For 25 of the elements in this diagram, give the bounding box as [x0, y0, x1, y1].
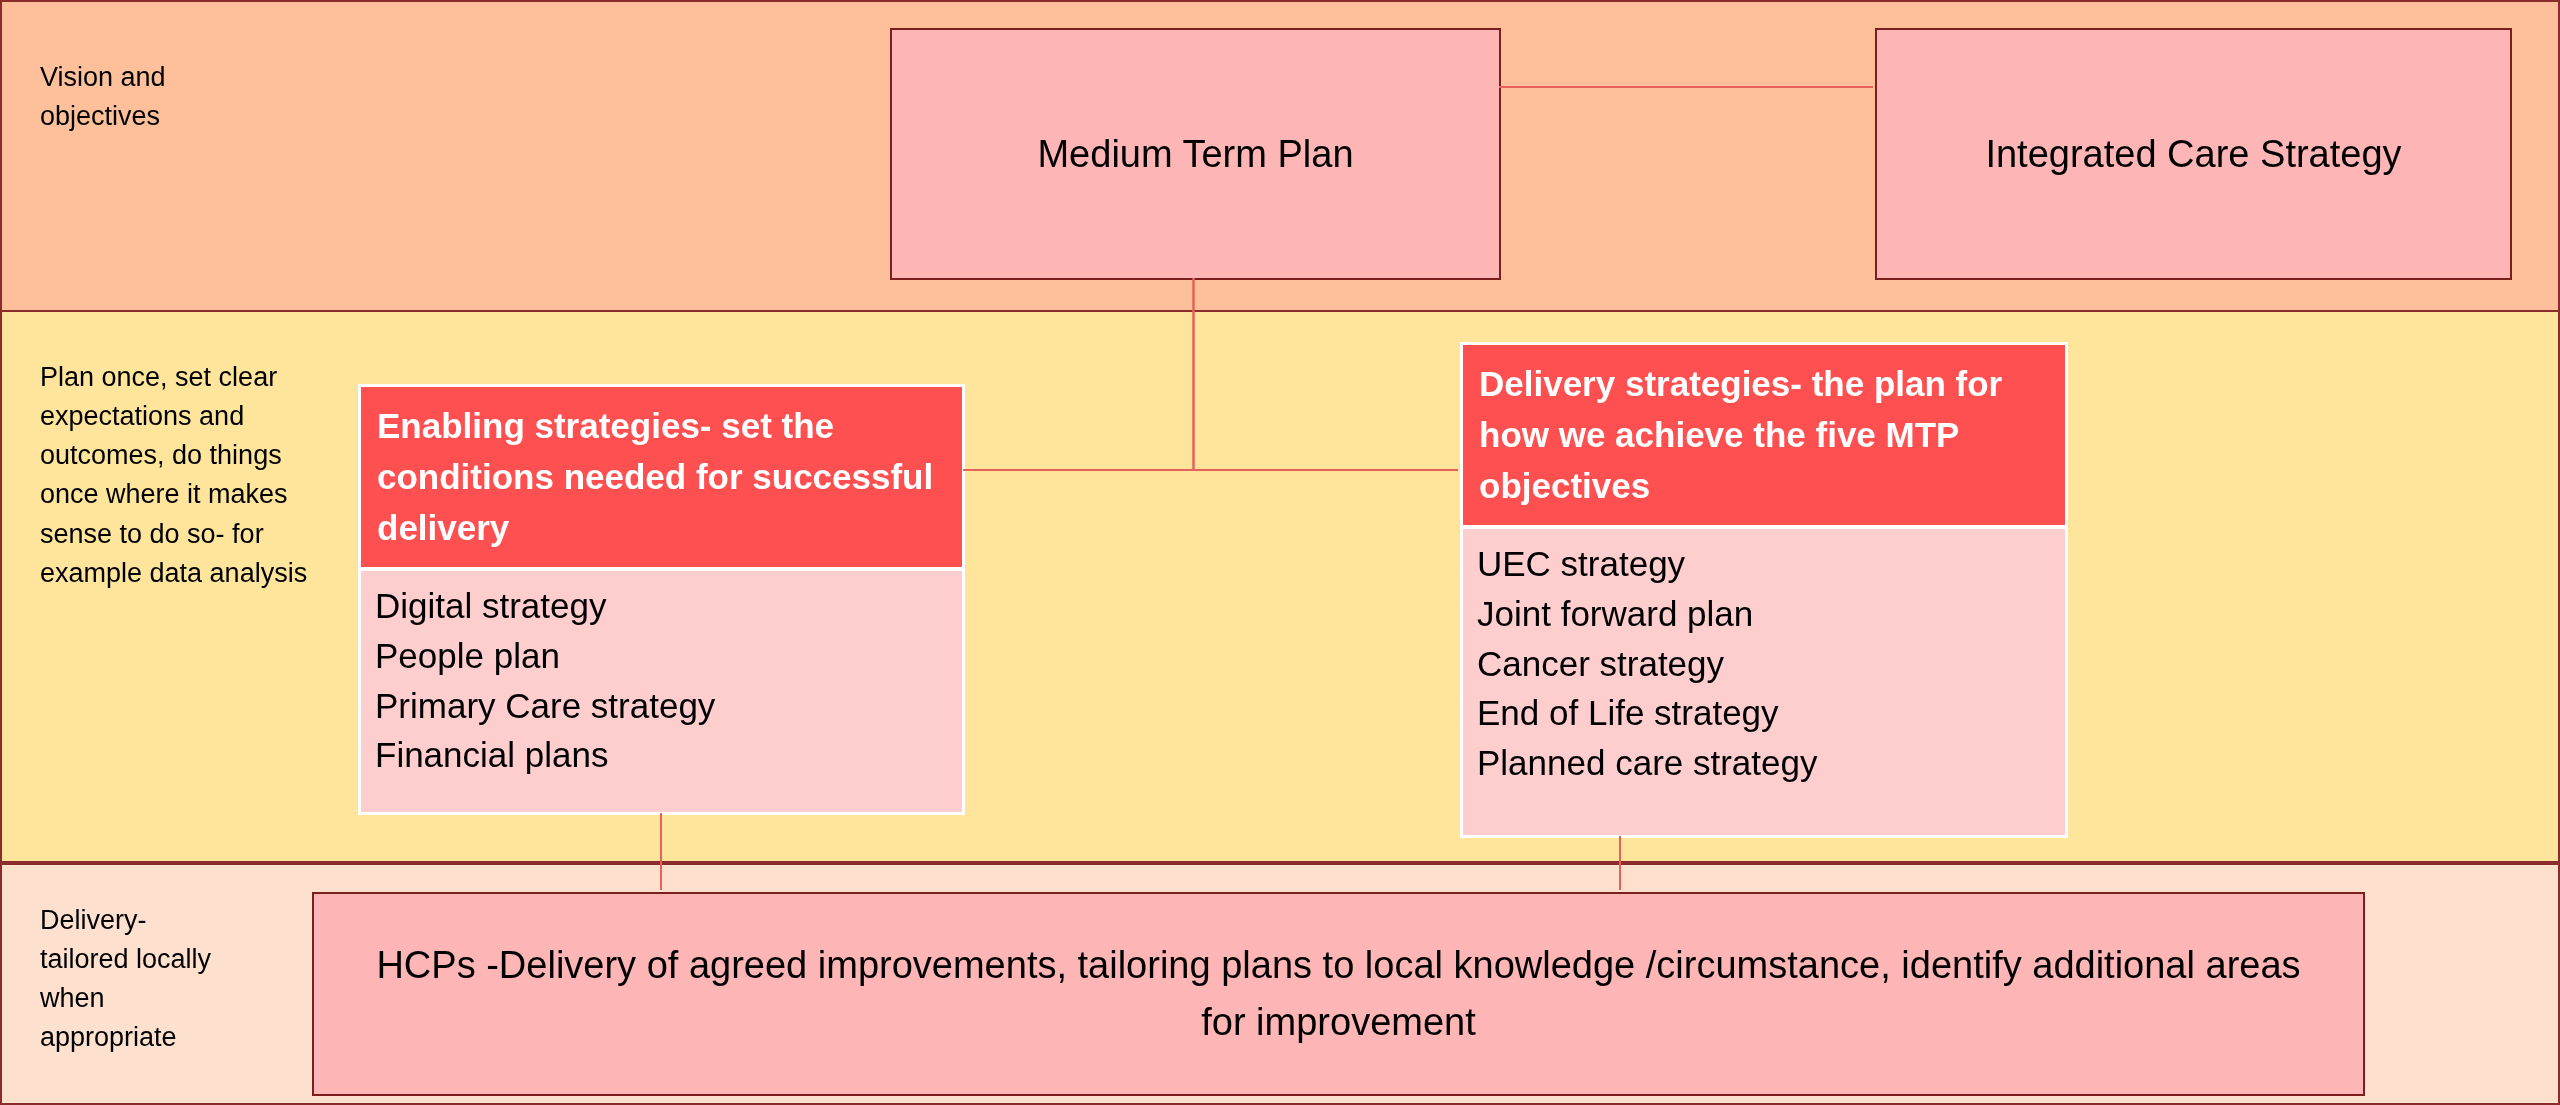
plan-box	[890, 28, 1501, 280]
tier-band	[0, 310, 2560, 863]
strategy-item: Financial plans	[374, 734, 610, 777]
card-heading: Delivery strategies- the plan for how we achieve the five MTP objectives	[1463, 345, 2065, 530]
tier-band	[0, 0, 2560, 312]
strategy-item: Planned care strategy	[1476, 742, 1819, 784]
plan-box	[1875, 28, 2512, 280]
strategy-item: Digital strategy	[374, 585, 608, 628]
strategy-item: End of Life strategy	[1476, 692, 1780, 735]
plan-box	[312, 892, 2365, 1096]
tier-label: Delivery- tailored locally when appropriate	[40, 904, 213, 1055]
strategy-card	[1460, 342, 2068, 838]
tier-label: Plan once, set clear expectations and outcomes, do things once where it makes sense to do so- for example data analysis	[40, 361, 309, 590]
strategy-card	[358, 384, 965, 815]
strategy-item: UEC strategy	[1476, 543, 1687, 586]
card-heading: Enabling strategies- set the conditions needed for successful delivery	[361, 387, 962, 572]
box-text: HCPs -Delivery of agreed improvements, tailoring plans to local knowledge /circumstance, identify additional areas for improvement	[375, 943, 2302, 1045]
box-text: Medium Term Plan	[1037, 131, 1354, 177]
strategy-item: Joint forward plan	[1476, 592, 1755, 635]
box-text: Integrated Care Strategy	[1985, 131, 2402, 177]
strategy-item: Primary Care strategy	[374, 684, 717, 727]
tier-label: Vision and objectives	[40, 61, 167, 134]
strategy-item: People plan	[374, 634, 561, 677]
strategy-item: Cancer strategy	[1476, 642, 1726, 685]
tier-band	[0, 863, 2560, 1105]
